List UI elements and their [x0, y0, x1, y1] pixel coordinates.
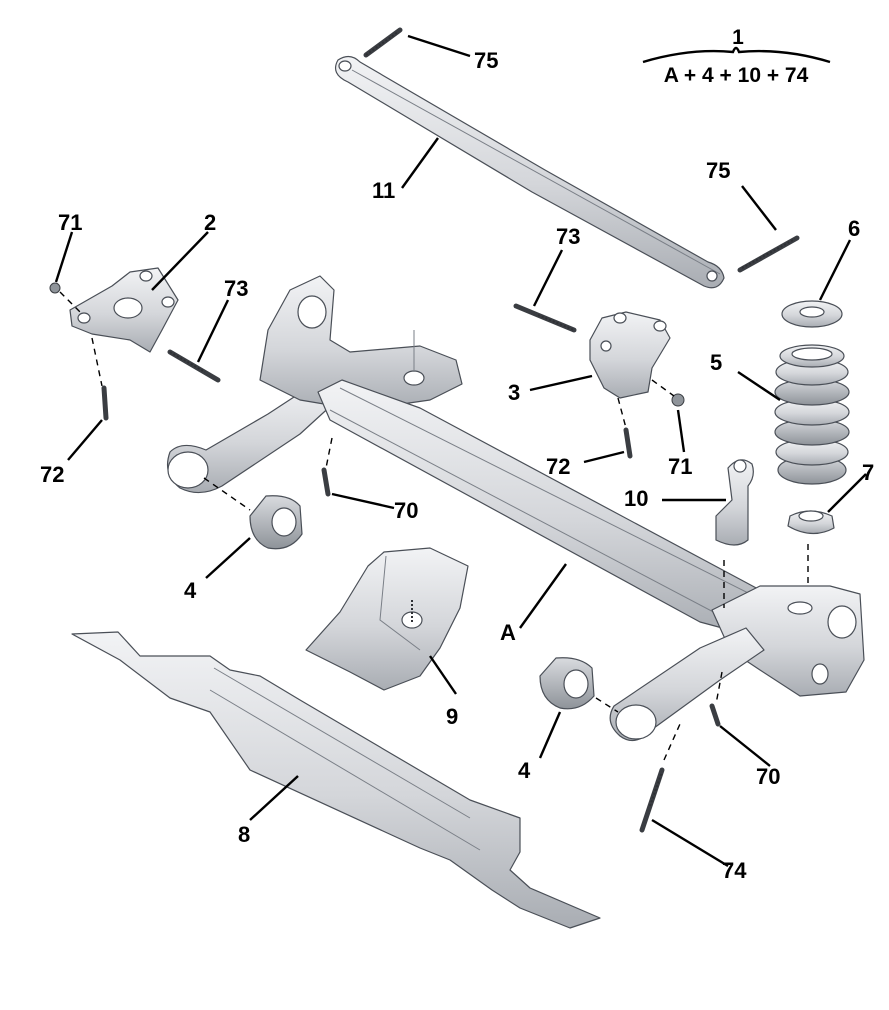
heat-shield-9 — [305, 547, 469, 691]
callout-70-right: 70 — [756, 764, 780, 789]
callout-7: 7 — [862, 460, 874, 485]
callout-72-right: 72 — [546, 454, 570, 479]
bolt-70-left — [321, 467, 331, 497]
bushing-4-right — [539, 657, 619, 713]
callout-A: A — [500, 620, 516, 645]
leader-lines — [54, 34, 867, 868]
coil-spring-5 — [774, 344, 850, 485]
callout-4-right: 4 — [518, 758, 531, 783]
callout-73-right: 73 — [556, 224, 580, 249]
callout-labels: 75 11 75 71 2 73 72 73 3 72 71 6 5 7 10 … — [40, 48, 874, 883]
callout-4-left: 4 — [184, 578, 197, 603]
underbody-panel-8 — [71, 631, 601, 929]
nut-71-left — [49, 282, 61, 294]
callout-10: 10 — [624, 486, 648, 511]
callout-9: 9 — [446, 704, 458, 729]
callout-70-left: 70 — [394, 498, 418, 523]
spring-seat-6 — [781, 300, 843, 328]
callout-75-top: 75 — [474, 48, 498, 73]
callout-3: 3 — [508, 380, 520, 405]
formula-brace — [642, 46, 831, 64]
bushing-4-left — [203, 477, 303, 550]
bolt-72-right — [623, 427, 633, 459]
panhard-rod-11 — [335, 27, 800, 289]
callout-74: 74 — [722, 858, 747, 883]
callout-2: 2 — [204, 210, 216, 235]
axle-beam-A — [167, 275, 865, 742]
callout-73-left: 73 — [224, 276, 248, 301]
bolt-70-right — [709, 703, 721, 727]
callout-11: 11 — [372, 178, 395, 203]
formula-callout-1: 1 — [732, 26, 744, 49]
bracket-3 — [513, 303, 685, 459]
callout-5: 5 — [710, 350, 722, 375]
callout-71-left: 71 — [58, 210, 82, 235]
callout-6: 6 — [848, 216, 860, 241]
bolt-72-left — [101, 385, 109, 421]
callout-71-right: 71 — [668, 454, 692, 479]
callout-8: 8 — [238, 822, 250, 847]
nut-71-right — [671, 393, 685, 407]
formula-text: A + 4 + 10 + 74 — [664, 64, 809, 87]
callout-72-left: 72 — [40, 462, 64, 487]
bracket-2 — [49, 267, 221, 421]
damper-link-10 — [715, 459, 754, 546]
callout-75-right: 75 — [706, 158, 730, 183]
bolt-74 — [639, 723, 681, 833]
assembly-formula: 1 A + 4 + 10 + 74 — [642, 26, 831, 87]
